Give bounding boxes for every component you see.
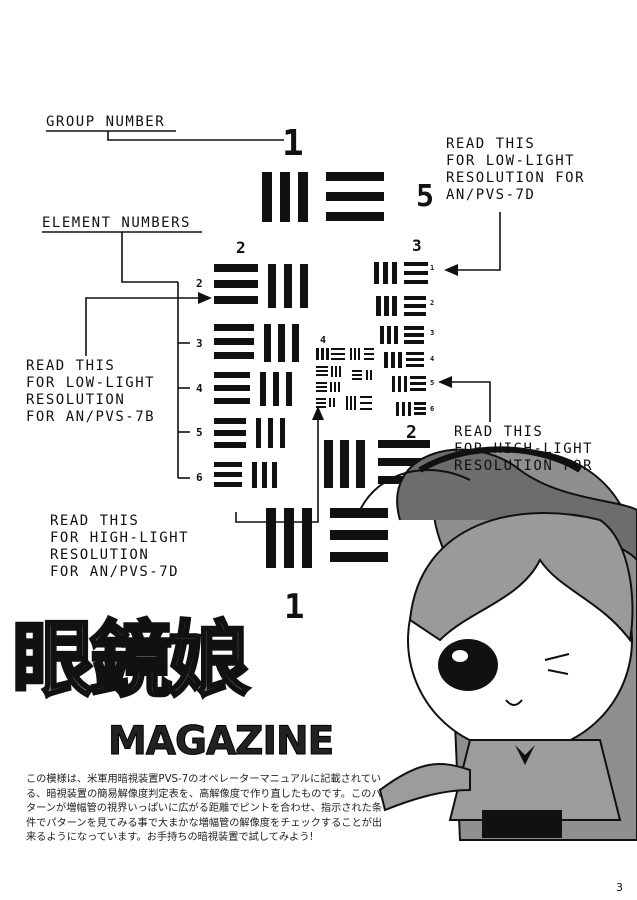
column-number-2: 2 — [236, 238, 246, 257]
center-small-elements — [316, 348, 374, 410]
group-number-bottom: 1 — [284, 587, 305, 627]
magazine-title-sub: MAGAZINE — [107, 719, 334, 764]
right-element-2: 2 — [430, 299, 435, 307]
left-column-elements — [214, 264, 308, 488]
arrow-heads — [198, 264, 458, 420]
group-number-top: 1 — [282, 123, 304, 164]
element-top-large — [262, 172, 384, 222]
left-element-5: 5 — [196, 426, 203, 439]
left-element-3: 3 — [196, 337, 203, 350]
character-illustration — [359, 446, 637, 841]
read-low-light-7d-label: READ THIS FOR LOW-LIGHT RESOLUTION FOR A… — [446, 136, 586, 203]
magazine-title-kanji: 眼鏡娘 — [10, 613, 251, 708]
right-element-5: 5 — [430, 379, 435, 387]
left-element-4: 4 — [196, 382, 203, 395]
element-bottom-large — [266, 508, 388, 568]
mid-number-2: 2 — [406, 422, 417, 443]
column-number-3: 3 — [412, 236, 422, 255]
left-element-2: 2 — [196, 277, 203, 290]
right-element-4: 4 — [430, 355, 435, 363]
right-element-6: 6 — [430, 405, 435, 413]
leader-lines — [42, 130, 501, 523]
read-high-light-right-label: READ THIS FOR HIGH-LIGHT RESOLUTION FOR — [454, 424, 594, 474]
description-text: この模様は、米軍用暗視装置PVS-7のオペレーターマニュアルに記載されている、暗… — [26, 774, 383, 843]
center-number-4: 4 — [320, 335, 327, 346]
page-number: 3 — [616, 881, 623, 894]
read-high-light-7d-label: READ THIS FOR HIGH-LIGHT RESOLUTION FOR … — [50, 513, 190, 580]
element-number-5-top: 5 — [416, 179, 435, 214]
read-low-light-7b-label: READ THIS FOR LOW-LIGHT RESOLUTION FOR A… — [26, 358, 156, 425]
right-column-elements — [374, 262, 428, 416]
right-element-3: 3 — [430, 329, 435, 337]
element-numbers-label: ELEMENT NUMBERS — [42, 215, 191, 231]
group-number-label: GROUP NUMBER — [46, 114, 166, 130]
right-element-1: 1 — [430, 264, 435, 272]
left-element-6: 6 — [196, 471, 203, 484]
